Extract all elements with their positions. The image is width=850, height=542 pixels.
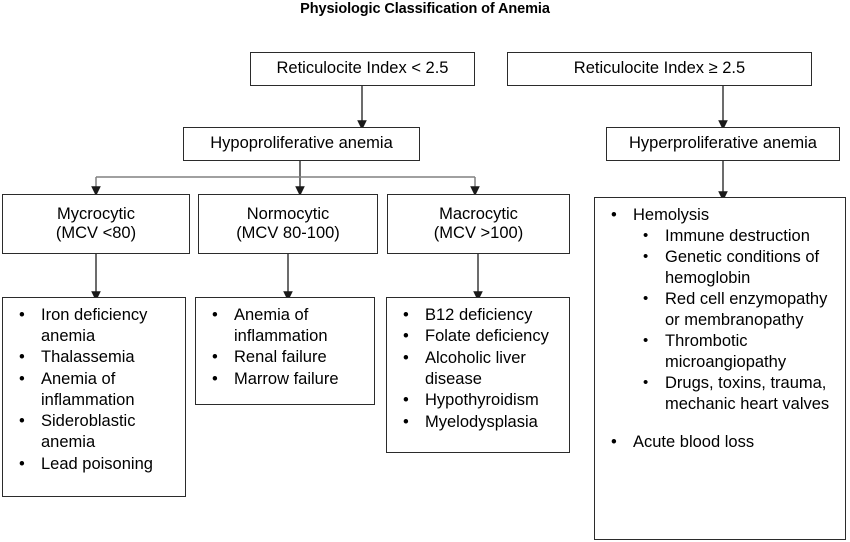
node-label-line2: (MCV >100): [433, 224, 524, 242]
list-item-label: Folate deficiency: [425, 327, 549, 346]
list-item-label: Sideroblastic anemia: [41, 412, 136, 452]
bullet-icon: •: [19, 412, 25, 431]
list-item: • Alcoholic liver disease: [395, 348, 565, 390]
list-item: • Anemia of inflammation: [11, 369, 181, 411]
page-title: Physiologic Classification of Anemia: [300, 1, 550, 17]
list-item-label: Myelodysplasia: [425, 412, 538, 431]
sub-list-item: • Red cell enzymopathy or membranopathy: [633, 289, 841, 331]
sub-list-item: • Genetic conditions of hemoglobin: [633, 247, 841, 289]
list-item-label: Hypothyroidism: [425, 391, 539, 410]
node-reticulocite-index-high[interactable]: Reticulocite Index ≥ 2.5: [507, 52, 812, 86]
bullet-icon: •: [19, 369, 25, 388]
list-item-acute-blood-loss: • Acute blood loss: [603, 432, 841, 453]
bullet-list: • Iron deficiency anemia • Thalassemia •…: [11, 305, 181, 475]
node-hyperproliferative-anemia[interactable]: Hyperproliferative anemia: [606, 127, 840, 161]
list-item: • Lead poisoning: [11, 454, 181, 475]
list-mycrocytic-causes: • Iron deficiency anemia • Thalassemia •…: [2, 297, 186, 497]
list-macrocytic-causes: • B12 deficiency • Folate deficiency • A…: [386, 297, 570, 453]
node-label-line1: Macrocytic: [439, 204, 518, 223]
sub-list-item: • Drugs, toxins, trauma, mechanic heart …: [633, 373, 841, 415]
bullet-icon: •: [19, 454, 25, 473]
bullet-icon: •: [611, 432, 617, 451]
list-spacer: [603, 415, 841, 431]
bullet-icon: •: [212, 306, 218, 324]
bullet-icon: •: [643, 226, 649, 244]
sub-list-item-label: Immune destruction: [665, 226, 810, 245]
bullet-icon: •: [403, 327, 409, 346]
bullet-icon: •: [212, 348, 218, 367]
list-item: • Marrow failure: [204, 369, 370, 390]
sub-list-item-label: Thrombotic microangiopathy: [665, 331, 787, 371]
list-item-label: Anemia of inflammation: [41, 369, 135, 409]
node-normocytic[interactable]: Normocytic (MCV 80-100): [198, 194, 378, 254]
list-item-label: Anemia of inflammation: [234, 306, 328, 345]
bullet-icon: •: [403, 348, 409, 367]
node-mycrocytic[interactable]: Mycrocytic (MCV <80): [2, 194, 190, 254]
list-item: • Renal failure: [204, 347, 370, 368]
node-label-line2: (MCV <80): [55, 224, 137, 242]
list-item-label: Thalassemia: [41, 348, 135, 367]
bullet-icon: •: [403, 391, 409, 410]
bullet-icon: •: [19, 306, 25, 324]
list-item-label: Alcoholic liver disease: [425, 348, 526, 388]
list-hyperproliferative-causes: • Hemolysis • Immune destruction • Genet…: [594, 197, 846, 540]
node-label-line2: (MCV 80-100): [236, 224, 340, 242]
list-item-label: Lead poisoning: [41, 454, 153, 473]
list-item: • Thalassemia: [11, 347, 181, 368]
list-item-label: Marrow failure: [234, 369, 339, 388]
node-hypoproliferative-anemia[interactable]: Hypoproliferative anemia: [183, 127, 420, 161]
node-label: Reticulocite Index < 2.5: [276, 59, 449, 78]
bullet-icon: •: [643, 373, 649, 391]
node-macrocytic[interactable]: Macrocytic (MCV >100): [387, 194, 570, 254]
list-item-label: Renal failure: [234, 348, 327, 367]
list-item: • Folate deficiency: [395, 326, 565, 347]
bullet-icon: •: [643, 247, 649, 265]
hemolysis-sublist: • Immune destruction • Genetic condition…: [633, 226, 841, 415]
list-item-label: Acute blood loss: [633, 432, 755, 451]
bullet-list: • Anemia of inflammation • Renal failure…: [204, 305, 370, 390]
bullet-list: • B12 deficiency • Folate deficiency • A…: [395, 305, 565, 433]
list-item-label: B12 deficiency: [425, 306, 533, 324]
sub-list-item-label: Red cell enzymopathy or membranopathy: [665, 289, 828, 329]
bullet-icon: •: [212, 369, 218, 388]
node-label: Hyperproliferative anemia: [628, 134, 817, 153]
bullet-icon: •: [403, 412, 409, 431]
bullet-icon: •: [403, 306, 409, 324]
list-item: • Iron deficiency anemia: [11, 305, 181, 347]
list-item-label: Iron deficiency anemia: [41, 306, 148, 345]
node-label-line1: Mycrocytic: [57, 204, 135, 223]
list-item: • Anemia of inflammation: [204, 305, 370, 347]
node-label: Reticulocite Index ≥ 2.5: [573, 59, 746, 78]
bullet-icon: •: [611, 206, 617, 224]
sub-list-item: • Thrombotic microangiopathy: [633, 331, 841, 373]
list-item-label: Hemolysis: [633, 206, 710, 224]
bullet-list: • Hemolysis • Immune destruction • Genet…: [603, 205, 841, 452]
node-reticulocite-index-low[interactable]: Reticulocite Index < 2.5: [250, 52, 475, 86]
node-label-line1: Normocytic: [246, 204, 330, 223]
list-item: • Sideroblastic anemia: [11, 411, 181, 453]
bullet-icon: •: [643, 289, 649, 307]
bullet-icon: •: [19, 348, 25, 367]
sub-list-item-label: Genetic conditions of hemoglobin: [665, 247, 820, 287]
list-item: • Myelodysplasia: [395, 412, 565, 433]
node-label: Hypoproliferative anemia: [210, 134, 393, 153]
sub-list-item: • Immune destruction: [633, 226, 841, 247]
list-item: • B12 deficiency: [395, 305, 565, 326]
bullet-icon: •: [643, 331, 649, 349]
list-normocytic-causes: • Anemia of inflammation • Renal failure…: [195, 297, 375, 405]
list-item-hemolysis: • Hemolysis • Immune destruction • Genet…: [603, 205, 841, 415]
list-item: • Hypothyroidism: [395, 390, 565, 411]
sub-list-item-label: Drugs, toxins, trauma, mechanic heart va…: [665, 373, 830, 413]
